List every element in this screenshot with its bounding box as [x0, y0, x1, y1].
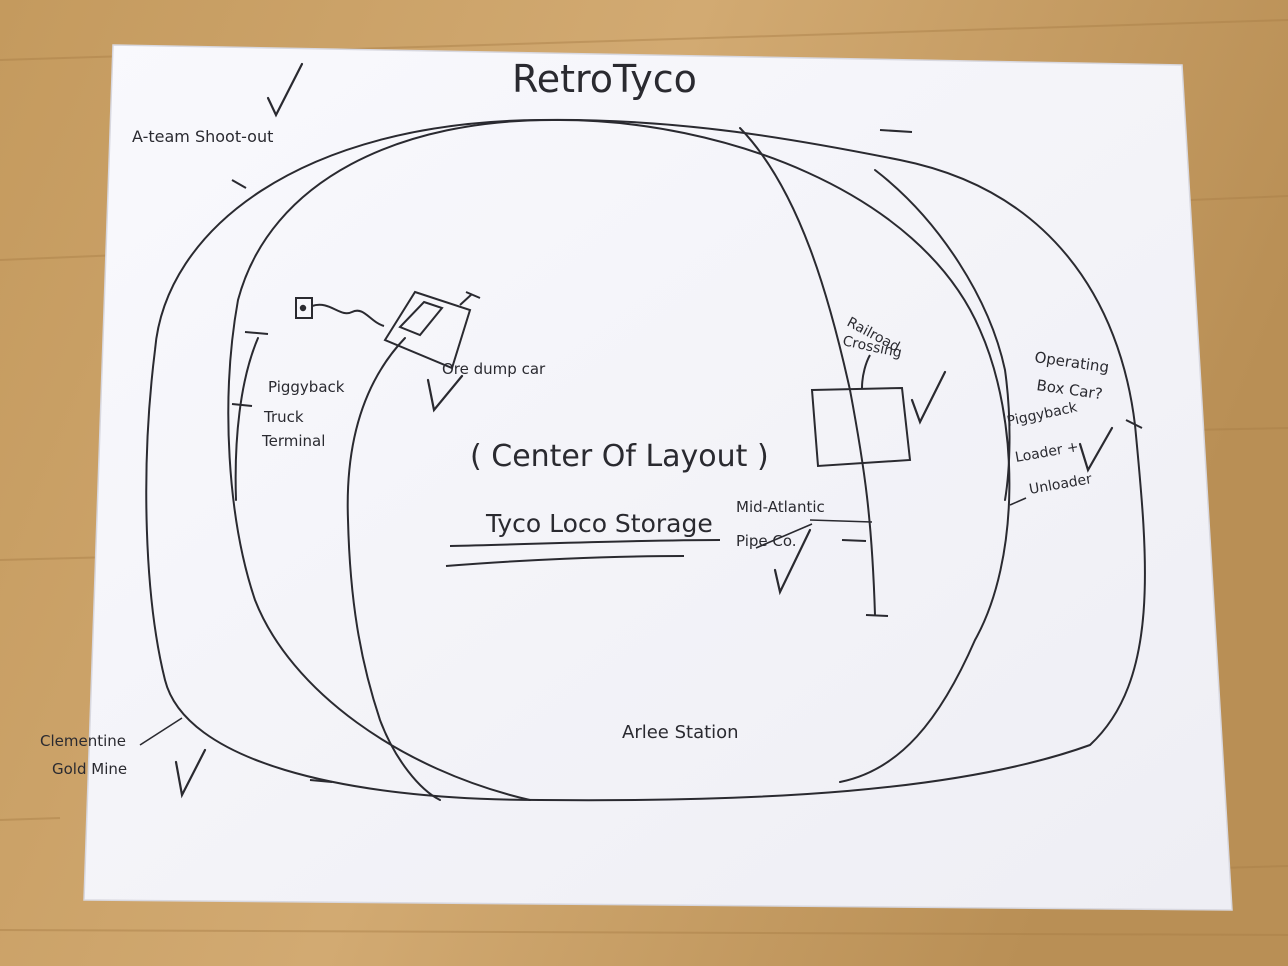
outer-loop-track: [145, 118, 1146, 802]
track-lines: [145, 118, 1146, 802]
check-mark-icon: [773, 528, 812, 596]
label-piggyback-2: Truck: [263, 408, 304, 426]
right-branch-track: [874, 169, 1011, 501]
label-a-team: A-team Shoot-out: [132, 127, 273, 146]
label-clementine-1: Clementine: [40, 732, 126, 750]
label-ore-dump: Ore dump car: [442, 360, 546, 378]
label-piggyback-3: Terminal: [261, 432, 325, 450]
label-mid-atlantic-2: Pipe Co.: [736, 532, 797, 550]
track-bumpers: [231, 129, 1143, 783]
label-storage: Tyco Loco Storage: [485, 509, 713, 538]
inner-loop-track: [559, 119, 1011, 783]
ore-dump-car-icon: [295, 290, 481, 370]
storage-underline: [445, 539, 721, 567]
check-mark-icon: [910, 370, 947, 425]
label-clementine-2: Gold Mine: [52, 760, 127, 778]
piggyback-spur: [234, 337, 259, 501]
check-mark-icon: [266, 62, 304, 118]
check-marks: [174, 62, 1114, 799]
check-mark-icon: [174, 748, 207, 799]
railroad-crossing-icon: [810, 354, 912, 468]
label-piggyback-1: Piggyback: [268, 378, 345, 396]
label-mid-atlantic-1: Mid-Atlantic: [736, 498, 825, 516]
check-mark-icon: [426, 374, 464, 413]
left-inner-track: [227, 118, 561, 801]
center-branch-track: [346, 337, 441, 801]
label-arlee: Arlee Station: [622, 722, 739, 743]
layout-title: RetroTyco: [512, 57, 697, 101]
check-mark-icon: [1078, 426, 1114, 473]
label-center: ( Center Of Layout ): [470, 439, 769, 474]
leader-lines: [139, 497, 1027, 746]
